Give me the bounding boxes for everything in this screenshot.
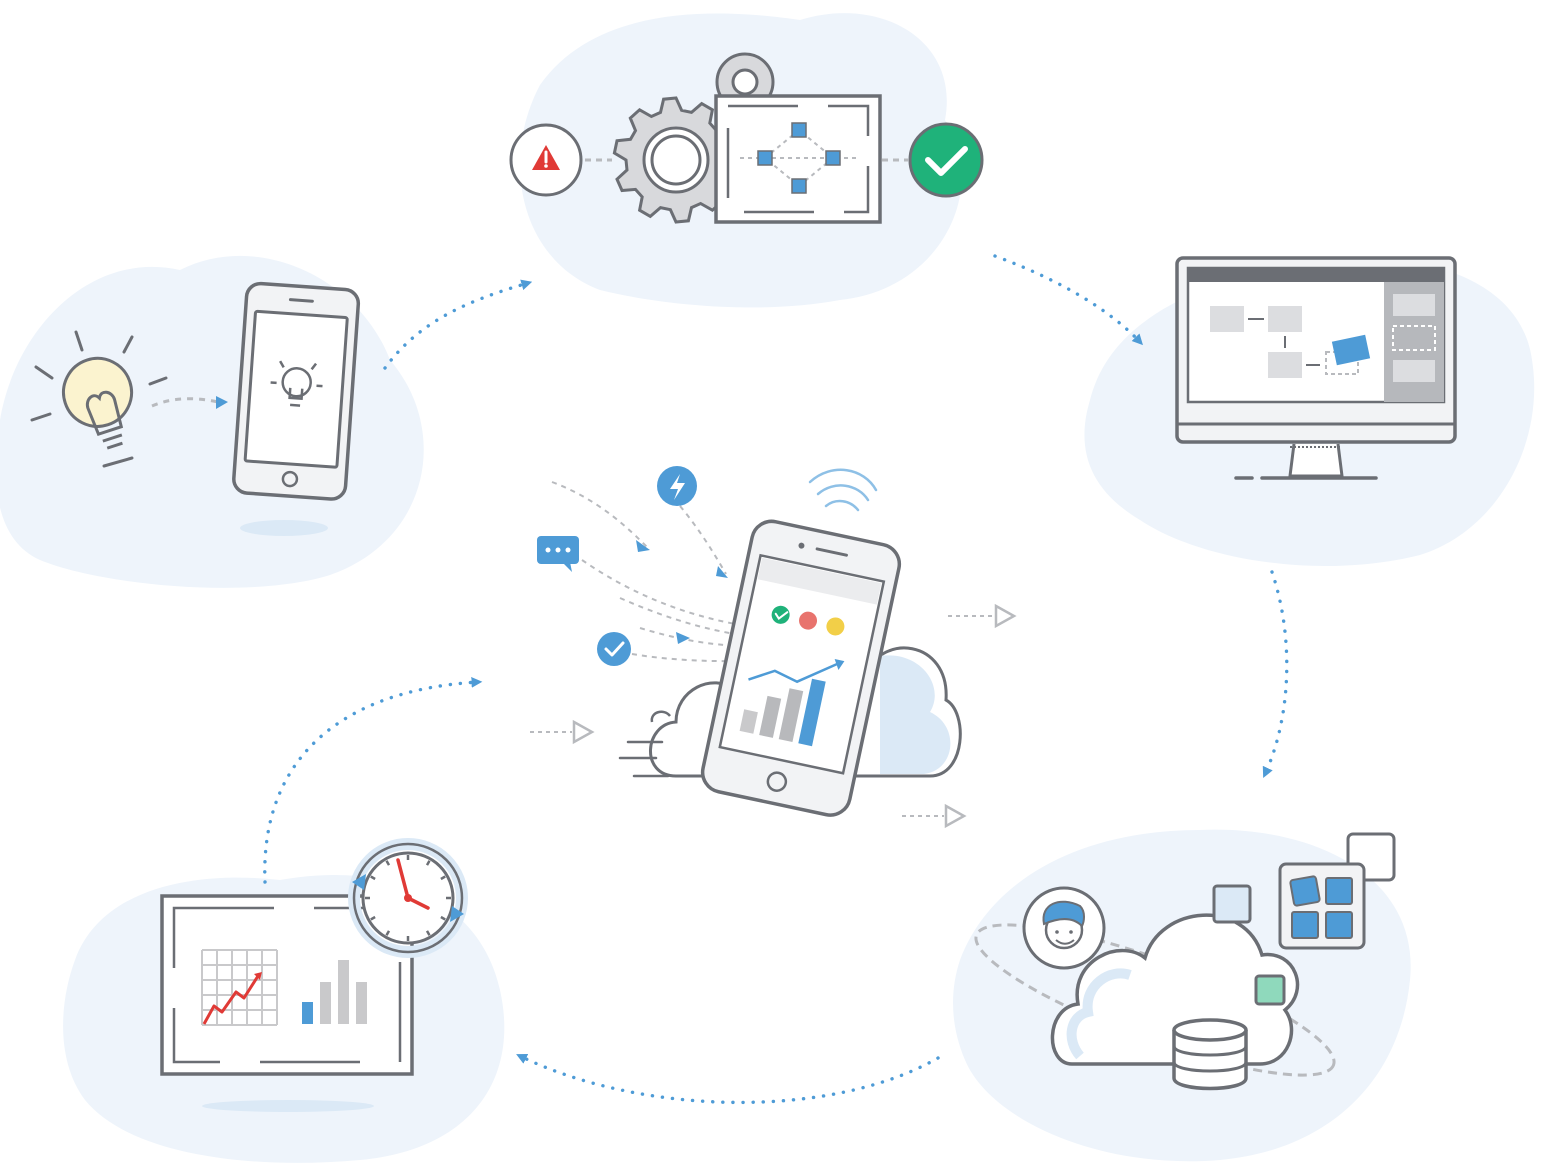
wifi-signal-icon [808,468,878,512]
blueprint-diagram-icon [714,94,882,224]
phone-shadow [240,520,328,536]
stage-design-on-desktop [1175,256,1457,480]
checkmark-icon [908,122,984,198]
arrow-bottom-to-left [516,1053,940,1105]
clock-tick [370,915,376,921]
clock-tick [425,860,431,866]
bar [338,960,349,1024]
screen-lightbulb-icon [270,360,323,407]
blob-left [0,255,424,588]
bar [320,982,331,1024]
check-notification-icon [597,632,631,666]
stage-idea-to-mobile [30,281,361,536]
bar [356,982,367,1024]
wireframe-icon [1210,294,1436,382]
stage-configure-and-validate [509,52,984,224]
lightning-notification-icon [657,466,697,506]
clock-tick [370,875,376,881]
stage-cloud-deployment [974,832,1396,1091]
arrow-left-to-top [383,279,533,370]
smartphone-icon [700,519,902,817]
lightbulb-rays [30,330,168,468]
refresh-clock-icon [348,838,468,958]
chat-notification-icon [537,536,579,572]
gear-hole [650,134,702,186]
clock-tick [425,930,431,936]
smartphone-icon [232,281,361,501]
hub-bar [759,695,782,738]
arrow-right-to-bottom [1262,570,1289,778]
dashed-arrow-bulb-to-phone [151,397,219,408]
line-chart-icon [201,949,278,1026]
hub-bar [778,688,804,743]
user-avatar-icon [1022,886,1106,970]
stream-arrow-3 [676,632,690,644]
stream-arrow-2 [716,566,728,578]
app-tiles-icon [1212,832,1396,1006]
outgoing-arrows [530,603,1017,829]
warning-icon [509,123,583,197]
dashboard-board-icon [160,894,414,1076]
hub-bar-chart [739,678,826,747]
bar-chart-icon [302,960,367,1024]
stream-arrow-1 [636,540,650,552]
board-shadow [202,1100,374,1112]
lightbulb-icon [62,356,134,450]
arrow-head-bulb [216,396,228,409]
cycle-arrows [263,254,1289,1105]
bar [302,1002,313,1024]
arrow-top-to-right [993,254,1143,346]
clock-tick [440,875,446,881]
gear-icon [612,96,740,224]
hub-bar [798,678,826,747]
clock-tick [440,915,446,921]
stage-monitor-over-time [160,838,468,1112]
clock-tick [385,860,391,866]
clock-tick [385,930,391,936]
hub-mobile-app [530,466,1017,829]
database-icon [1172,1018,1248,1091]
gear-ring [642,126,710,194]
hub-bar [739,709,758,734]
